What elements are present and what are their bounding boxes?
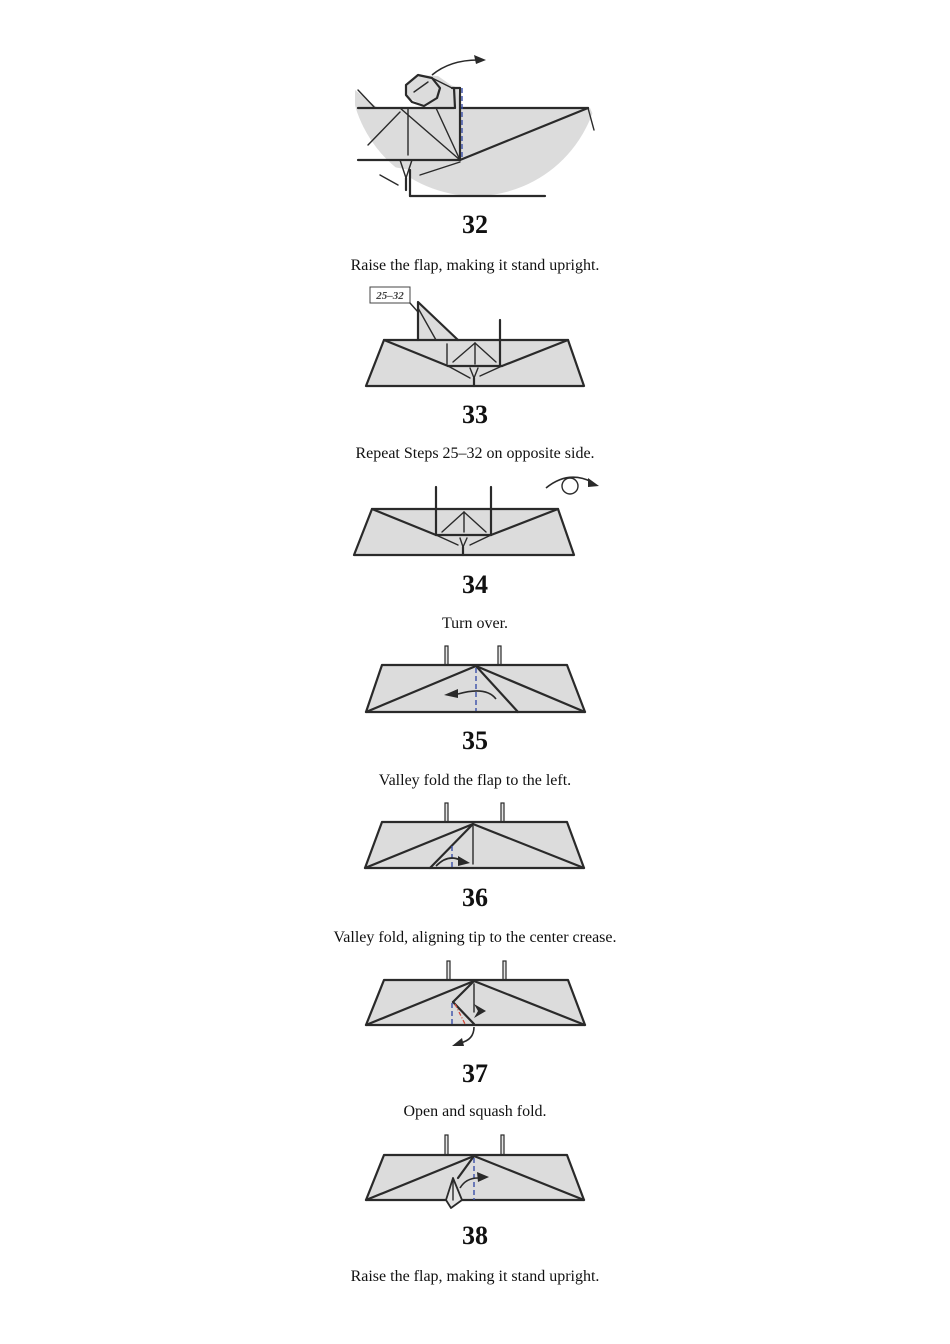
step-number: 37 xyxy=(462,1059,488,1088)
step-caption: Valley fold the flap to the left. xyxy=(378,772,572,789)
step-caption: Repeat Steps 25–32 on opposite side. xyxy=(355,445,595,462)
turn-over-icon xyxy=(545,476,599,495)
step-35-diagram xyxy=(0,640,950,720)
step-caption: Raise the flap, making it stand upright. xyxy=(350,257,600,274)
step-37-diagram xyxy=(0,955,950,1055)
step-caption: Turn over. xyxy=(441,615,509,632)
step-number: 38 xyxy=(462,1221,488,1250)
step-number: 33 xyxy=(462,400,488,429)
step-32-diagram xyxy=(0,0,950,205)
step-number: 32 xyxy=(462,210,488,239)
step-number: 36 xyxy=(462,883,488,912)
svg-text:25–32: 25–32 xyxy=(375,290,404,302)
step-caption: Valley fold, aligning tip to the center … xyxy=(333,929,617,946)
step-33-diagram: 25–32 xyxy=(0,280,950,395)
reference-label: 25–32 xyxy=(369,286,411,304)
step-caption: Raise the flap, making it stand upright. xyxy=(350,1268,600,1285)
step-38-diagram xyxy=(0,1128,950,1213)
step-34-diagram xyxy=(0,470,950,560)
step-36-diagram xyxy=(0,797,950,877)
step-number: 35 xyxy=(462,726,488,755)
step-caption: Open and squash fold. xyxy=(403,1103,547,1120)
step-number: 34 xyxy=(462,570,488,599)
